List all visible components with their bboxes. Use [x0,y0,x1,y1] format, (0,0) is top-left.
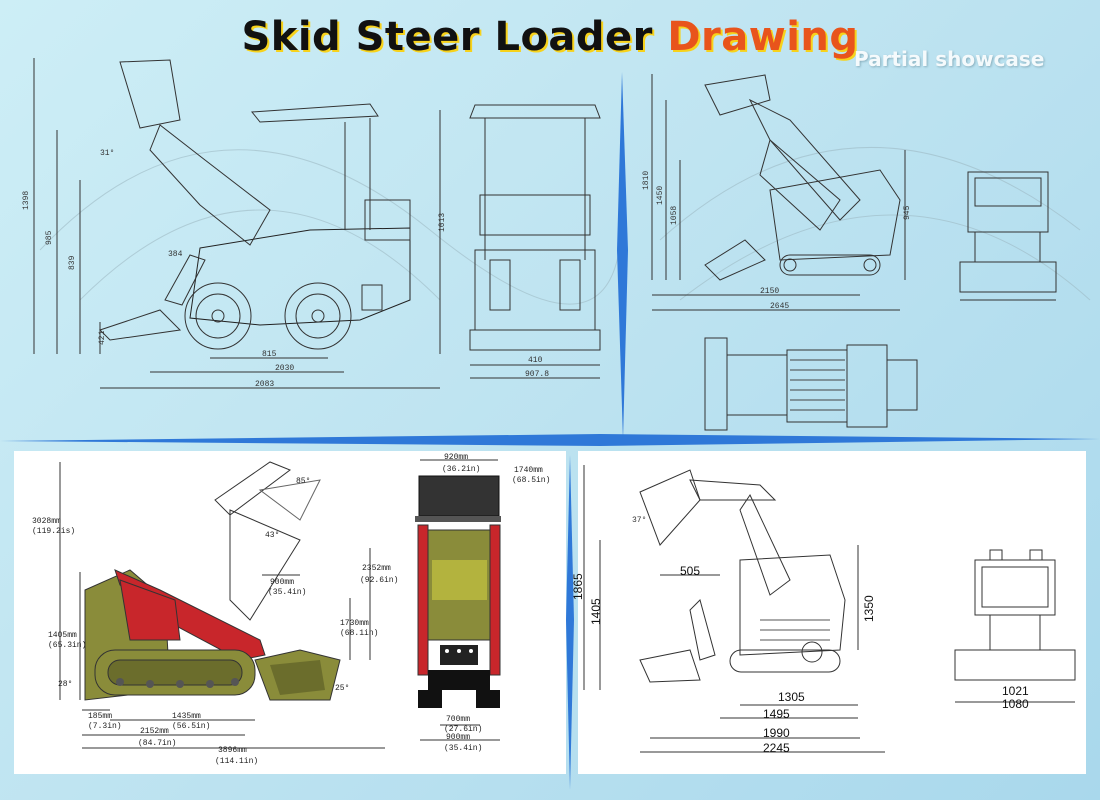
dim-bl-len2: 3896mm [218,746,247,755]
dim-tr-h1: 1810 [642,171,651,190]
dim-bl-h-dump-in: (68.1in) [340,629,378,638]
dim-bl-track-in: (56.5in) [172,722,210,731]
dim-br-h-left2: 1405 [589,598,603,625]
dim-d4: 2083 [255,380,274,389]
dim-angle: 31° [100,149,114,158]
dim-br-w2: 1080 [1002,697,1029,711]
title-main: Skid Steer Loader [241,14,668,60]
dim-d3: 2030 [275,364,294,373]
panel-top-right-labels: 1810 1450 1058 2150 2645 945 [642,171,912,311]
dim-br-w1: 1021 [1002,684,1029,698]
dim-bl-w-track: 700mm [446,715,470,724]
dim-br-h-right: 1350 [862,595,876,622]
dim-bl-angle-low: 28° [58,680,72,689]
dim-tr-l1: 2150 [760,287,779,296]
dim-tr-h3: 1058 [670,206,679,225]
dim-bl-clear-in: (7.3in) [88,722,122,731]
dim-bl-w-top: 920mm [444,453,468,462]
loader-side-view [84,569,341,701]
dim-bl-h-total: 3028mm [32,517,61,526]
dim-br-angle: 37° [632,516,646,525]
dim-bl-len1: 2152mm [140,727,169,736]
panel-dividers [0,72,1100,790]
dim-w3: 907.8 [525,370,549,379]
dim-w1: 1013 [438,213,447,232]
title-accent: Drawing [667,14,859,60]
dim-bl-angle-top: 85° [296,477,310,486]
dim-bl-len2-in: (114.1in) [215,757,258,766]
dim-h2: 985 [45,230,54,245]
dim-bl-track: 1435mm [172,712,201,721]
panel-bottom-left-dims-front [420,459,500,741]
panel-top-left [33,58,601,389]
watermark [39,146,1091,305]
panel-bottom-left [59,461,385,749]
dim-w2: 410 [528,356,543,365]
dim-br-reach: 505 [680,564,700,578]
dim-bl-w-side: 1740mm [514,466,543,475]
panel-top-right [651,74,1057,431]
dim-bl-w-total: 900mm [446,733,470,742]
dim-br-h-left1: 1865 [571,573,585,600]
dim-bl-h-pin: 2352mm [362,564,391,573]
dim-bl-w-track-in: (27.6in) [444,725,482,734]
dim-bl-angle-mid: 43° [265,531,279,540]
panel-bottom-right-labels: 37° 1865 1405 505 1350 1305 1495 1990 22… [571,516,1029,755]
subtitle: Partial showcase [854,47,1045,71]
dim-br-l1: 1305 [778,690,805,704]
panel-bottom-right-bg [578,451,1086,774]
dim-bl-angle-bucket: 25° [335,684,349,693]
dim-tr-r1: 945 [903,205,912,220]
dim-bl-reach: 900mm [270,578,294,587]
dim-bl-w-total-in: (35.4in) [444,744,482,753]
panel-bottom-right [583,465,1076,753]
dim-br-l4: 2245 [763,741,790,755]
dim-bl-reach-in: (35.4in) [268,588,306,597]
dim-bl-h-mid: 1405mm [48,631,77,640]
page-title: Skid Steer Loader Drawing [0,14,1100,60]
dim-h3: 839 [68,255,77,270]
dim-tr-l2: 2645 [770,302,789,311]
dim-bl-w-top-in: (36.2in) [442,465,480,474]
dim-h4: 421 [98,330,107,345]
dim-height: 1398 [22,191,31,210]
dim-bl-h-mid-in: (65.3in) [48,641,86,650]
loader-front-view [415,475,501,708]
dim-tr-h2: 1450 [656,186,665,205]
panel-top-left-labels: 1398 985 839 31° 384 815 2030 2083 1013 … [22,149,549,389]
dim-br-l2: 1495 [763,707,790,721]
dim-bl-h-pin-in: (92.6in) [360,576,398,585]
panel-bottom-left-labels: 3028mm (119.2is) 1405mm (65.3in) 85° 43°… [32,453,550,766]
dim-bl-h-dump: 1730mm [340,619,369,628]
dim-br-l3: 1990 [763,726,790,740]
dim-bl-len1-in: (84.7in) [138,739,176,748]
dim-bl-clear: 185mm [88,712,112,721]
dim-bl-h-total-in: (119.2is) [32,527,75,536]
dim-bl-w-side-in: (68.5in) [512,476,550,485]
dim-d2: 815 [262,350,277,359]
dim-d1: 384 [168,250,183,259]
